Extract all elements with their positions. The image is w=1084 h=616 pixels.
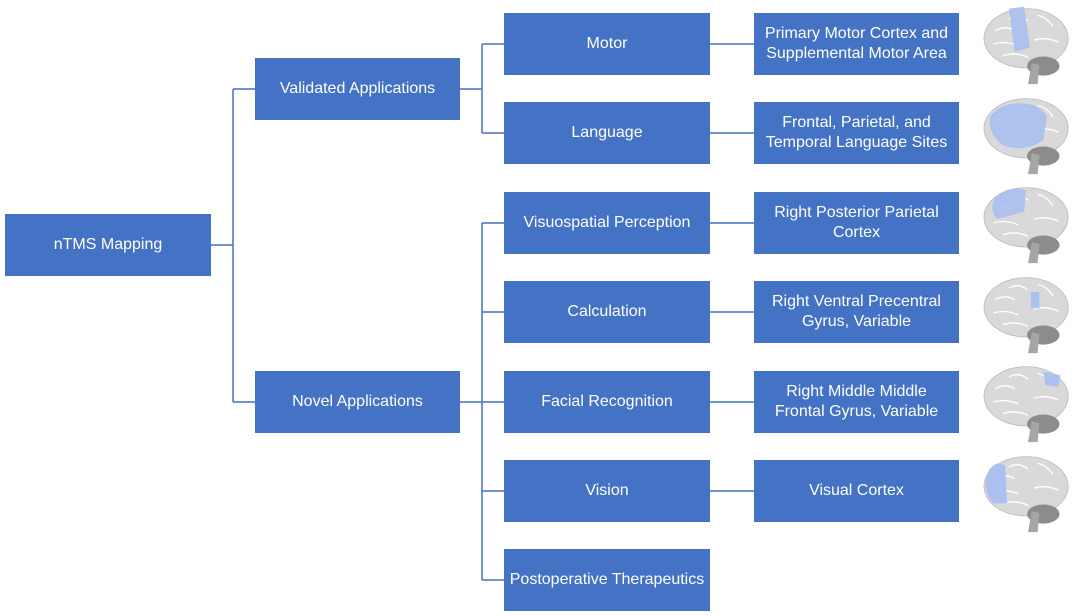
category-validated: Validated Applications	[255, 58, 460, 120]
application-facial-recognition: Facial Recognition	[504, 371, 710, 433]
region-motor: Primary Motor Cortex and Supplemental Mo…	[754, 13, 959, 75]
highlight-region	[1008, 6, 1030, 52]
application-motor: Motor	[504, 13, 710, 75]
highlight-region	[992, 188, 1027, 220]
highlight-region	[1043, 371, 1061, 387]
application-label: Calculation	[567, 303, 647, 320]
region-visuospatial: Right Posterior Parietal Cortex	[754, 192, 959, 254]
brain-vision-icon	[983, 456, 1069, 533]
category-novel: Novel Applications	[255, 371, 460, 433]
application-label: Facial Recognition	[541, 393, 673, 410]
application-label: Motor	[586, 35, 628, 52]
region-line: Right Middle Middle	[786, 383, 927, 400]
category-label: Validated Applications	[279, 80, 436, 97]
application-postoperative: Postoperative Therapeutics	[504, 549, 710, 611]
application-vision: Vision	[504, 460, 710, 522]
region-line: Primary Motor Cortex and	[764, 25, 949, 42]
brain-language-icon	[983, 98, 1069, 175]
region-line: Temporal Language Sites	[765, 134, 948, 151]
region-calculation: Right Ventral Precentral Gyrus, Variable	[754, 281, 959, 343]
brain-visuospatial-icon	[983, 187, 1069, 264]
region-line: Cortex	[832, 224, 881, 241]
application-label: Language	[571, 124, 643, 141]
root-label: nTMS Mapping	[53, 236, 163, 253]
region-line: Right Ventral Precentral	[772, 293, 941, 310]
region-line: Visual Cortex	[809, 482, 904, 499]
application-visuospatial: Visuospatial Perception	[504, 192, 710, 254]
application-language: Language	[504, 102, 710, 164]
application-calculation: Calculation	[504, 281, 710, 343]
region-line: Frontal Gyrus, Variable	[774, 403, 939, 420]
application-label: Visuospatial Perception	[523, 214, 691, 231]
region-line: Supplemental Motor Area	[766, 45, 947, 62]
application-label: Vision	[585, 482, 629, 499]
application-label: Postoperative Therapeutics	[509, 571, 705, 588]
brain-calculation-icon	[983, 277, 1069, 354]
root-node: nTMS Mapping	[5, 214, 211, 276]
highlight-region	[985, 463, 1007, 504]
region-language: Frontal, Parietal, and Temporal Language…	[754, 102, 959, 164]
region-vision: Visual Cortex	[754, 460, 959, 522]
brain-motor-icon	[983, 6, 1069, 85]
brain-facial-recognition-icon	[983, 366, 1069, 443]
region-line: Gyrus, Variable	[801, 313, 912, 330]
highlight-region	[989, 103, 1048, 149]
highlight-region	[1030, 292, 1040, 309]
region-facial-recognition: Right Middle Middle Frontal Gyrus, Varia…	[754, 371, 959, 433]
region-line: Frontal, Parietal, and	[782, 114, 931, 131]
category-label: Novel Applications	[292, 393, 423, 410]
region-line: Right Posterior Parietal	[774, 204, 939, 221]
